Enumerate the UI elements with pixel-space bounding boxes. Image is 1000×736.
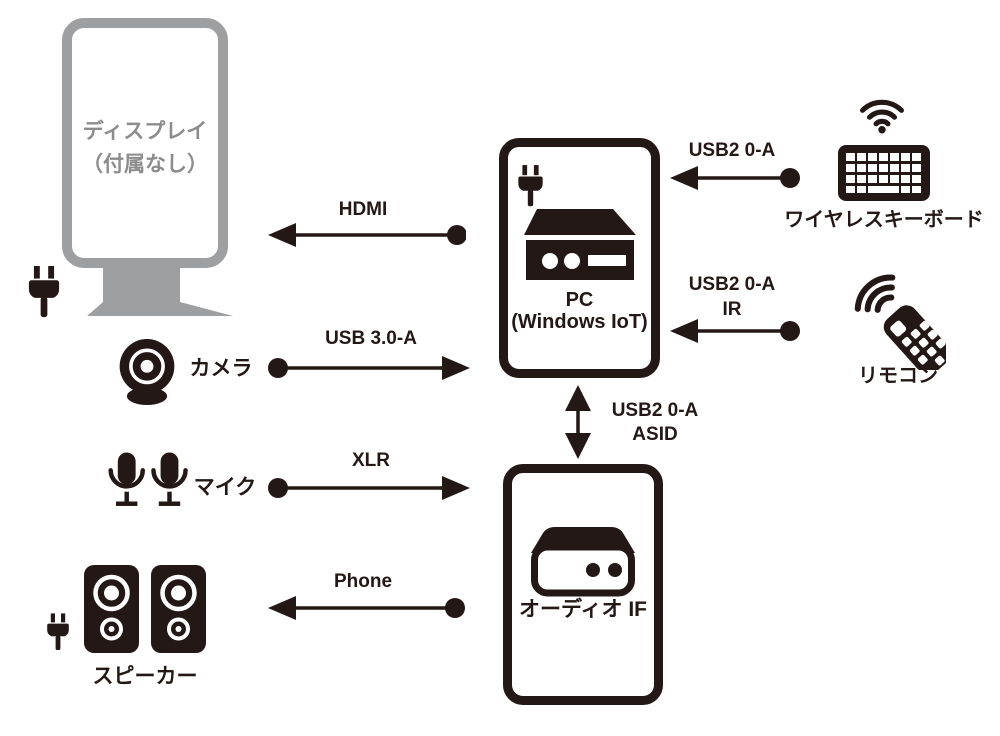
keyboard-label: ワイヤレスキーボード xyxy=(784,209,984,231)
remote-usb-label-line2: IR xyxy=(722,299,742,320)
remote-label: リモコン xyxy=(858,365,938,387)
pc-label-line1: PC xyxy=(565,289,594,311)
speaker-icon xyxy=(84,565,206,653)
audio-if-label: オーディオ IF xyxy=(518,598,648,621)
mic-icon xyxy=(108,452,188,506)
keyboard-arrow xyxy=(670,166,800,190)
camera-label: カメラ xyxy=(189,357,253,380)
speaker-label: スピーカー xyxy=(92,665,198,688)
wifi-icon xyxy=(860,99,904,134)
display-stand-icon xyxy=(87,266,233,316)
pc-label: PC (Windows IoT) xyxy=(499,289,660,333)
phone-arrow xyxy=(268,596,465,620)
keyboard-icon xyxy=(838,145,930,201)
power-plug-icon xyxy=(47,613,69,650)
remote-icon xyxy=(854,274,946,370)
power-plug-icon xyxy=(28,266,60,318)
camera-arrow xyxy=(268,356,470,380)
pc-audio-arrow xyxy=(565,385,591,459)
display-frame xyxy=(62,18,228,268)
pc-audio-label-line2: ASID xyxy=(632,424,678,445)
remote-usb-label-line1: USB2 0-A xyxy=(688,274,776,295)
pc-label-line2: (Windows IoT) xyxy=(511,311,648,333)
camera-usb-label: USB 3.0-A xyxy=(325,328,417,349)
keyboard-usb-label: USB2 0-A xyxy=(688,140,776,161)
audio-interface-icon xyxy=(531,527,635,597)
display-node: ディスプレイ （付属なし） xyxy=(62,18,237,318)
audio-if-node xyxy=(503,464,663,705)
pc-icon xyxy=(524,209,636,280)
remote-arrow xyxy=(670,319,800,343)
display-label: ディスプレイ （付属なし） xyxy=(62,116,228,181)
display-label-line2: （付属なし） xyxy=(82,152,208,176)
camera-icon xyxy=(119,339,175,405)
pc-audio-label-line1: USB2 0-A xyxy=(611,400,699,421)
display-label-line1: ディスプレイ xyxy=(82,120,208,143)
mic-xlr-label: XLR xyxy=(352,450,390,471)
pc-audio-label: USB2 0-A ASID xyxy=(604,399,706,447)
hdmi-label: HDMI xyxy=(338,199,388,220)
remote-usb-label: USB2 0-A IR xyxy=(664,272,800,322)
mic-label: マイク xyxy=(193,476,257,499)
mic-arrow xyxy=(268,476,470,500)
power-plug-icon xyxy=(518,165,543,207)
phone-label: Phone xyxy=(333,571,393,592)
hdmi-arrow xyxy=(268,223,466,247)
